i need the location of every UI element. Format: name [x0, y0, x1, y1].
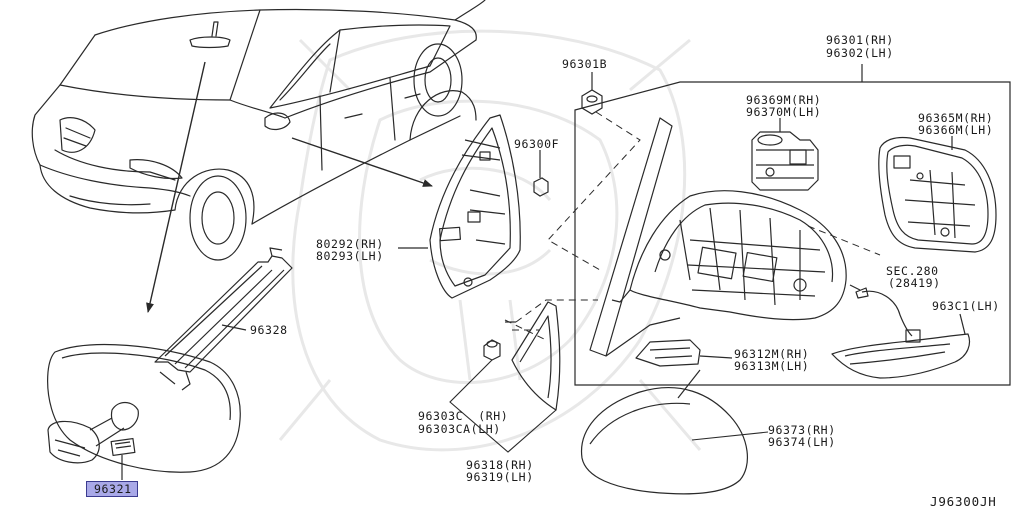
label-96374-lh: 96374(LH): [768, 435, 836, 449]
mirror-bracket-drawing: [589, 117, 681, 357]
label-96318-rh: 96318(RH): [466, 458, 534, 472]
label-96328: 96328: [250, 323, 288, 337]
mirror-housing-drawing: [611, 190, 861, 321]
mirror-cap-drawing: [580, 369, 748, 495]
label-963C1-lh: 963C1(LH): [932, 299, 1000, 313]
mirror-glass-drawing: [878, 136, 997, 253]
label-96302-lh: 96302(LH): [826, 46, 894, 60]
clip-96303C-drawing: [483, 339, 501, 361]
label-96321-highlighted[interactable]: 96321: [86, 481, 138, 497]
label-96319-lh: 96319(LH): [466, 470, 534, 484]
inner-mirror-drawing: [47, 343, 241, 480]
clip-96300F-drawing: [533, 150, 549, 197]
label-sec-280-ref: (28419): [888, 276, 941, 290]
dashed-guides: [504, 111, 881, 341]
label-96365M-rh: 96365M(RH): [918, 111, 994, 125]
turn-signal-drawing: [831, 313, 971, 379]
mirror-cover-96328-drawing: [154, 247, 293, 391]
label-sec-280: SEC.280: [886, 264, 939, 278]
label-80292-rh: 80292(RH): [316, 237, 384, 251]
label-96370M-lh: 96370M(LH): [746, 105, 822, 119]
label-96303C-rh: 96303C (RH): [418, 409, 509, 423]
label-80293-lh: 80293(LH): [316, 249, 384, 263]
vehicle-outline: [31, 0, 486, 261]
label-96301B: 96301B: [562, 57, 608, 71]
mirror-lamp-drawing: [635, 339, 733, 367]
label-96300F: 96300F: [514, 137, 560, 151]
label-96366M-lh: 96366M(LH): [918, 123, 994, 137]
watermark-emblem: [278, 29, 702, 452]
corner-garnish-drawing: [505, 301, 561, 411]
label-96313M-lh: 96313M(LH): [734, 359, 810, 373]
label-96369M-rh: 96369M(RH): [746, 93, 822, 107]
label-96312M-rh: 96312M(RH): [734, 347, 810, 361]
mirror-garnish-80292-drawing: [398, 114, 521, 299]
callout-arrows: [146, 61, 433, 313]
leader-lines: [449, 359, 769, 453]
label-96301-rh: 96301(RH): [826, 33, 894, 47]
wiring-harness-drawing: [855, 287, 921, 343]
mirror-motor-drawing: [751, 118, 819, 191]
diagram-reference-code: J96300JH: [930, 494, 997, 509]
label-96373-rh: 96373(RH): [768, 423, 836, 437]
assembly-box: [574, 64, 1011, 386]
label-96303CA-lh: 96303CA(LH): [418, 422, 501, 436]
